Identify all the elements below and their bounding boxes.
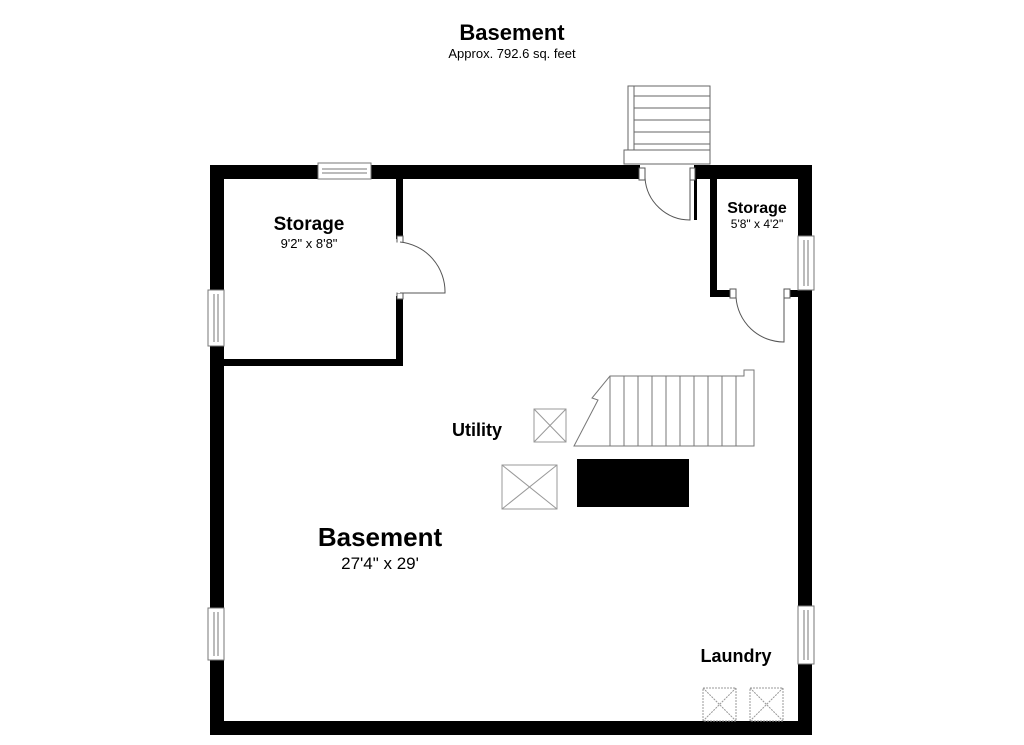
exterior-stairs [623,85,711,165]
utility-fixtures [501,408,567,510]
floor-area: Approx. 792.6 sq. feet [448,46,576,61]
doors [396,167,791,343]
storage-right-name: Storage [727,200,787,217]
basement-name: Basement [318,522,443,552]
storage-right-dims: 5'8" x 4'2" [731,217,783,231]
windows [207,162,815,665]
laundry-name: Laundry [700,646,771,666]
furnace-block [577,459,689,507]
laundry-fixtures [702,687,784,722]
storage-left-dims: 9'2" x 8'8" [281,236,338,251]
floor-title: Basement [459,20,565,45]
utility-name: Utility [452,420,502,440]
interior-stairs [573,369,755,447]
storage-left-name: Storage [274,214,345,235]
interior-walls [224,165,798,366]
basement-dims: 27'4" x 29' [341,554,419,573]
